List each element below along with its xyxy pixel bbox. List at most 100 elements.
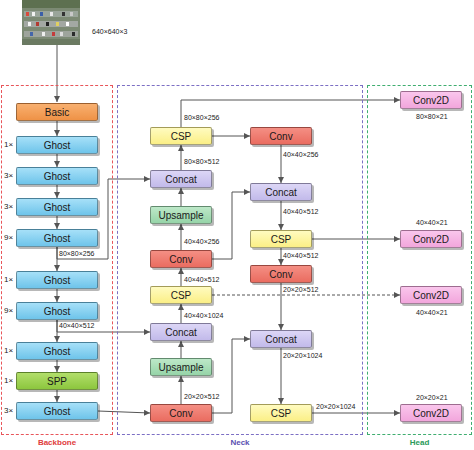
block-label: CSP — [271, 408, 292, 419]
image-car — [62, 12, 65, 16]
ghost-block: Ghost — [16, 167, 98, 185]
tensor-size: 40×40×256 — [283, 151, 318, 159]
block-label: Conv — [169, 408, 192, 419]
tensor-size: 40×40×512 — [283, 208, 318, 216]
tensor-size: 40×40×21 — [416, 219, 448, 227]
concat-block: Concat — [150, 170, 212, 188]
csp-block: CSP — [250, 404, 312, 422]
image-row — [24, 31, 78, 37]
flow-arrow — [57, 179, 150, 259]
image-edge — [22, 39, 80, 45]
block-label: CSP — [271, 234, 292, 245]
flow-arrow — [281, 201, 282, 230]
ghost-block: Ghost — [16, 302, 98, 320]
csp-block: CSP — [250, 230, 312, 248]
spp-block: SPP — [16, 372, 98, 390]
flow-arrow — [281, 283, 282, 330]
flow-arrow — [57, 247, 58, 271]
block-label: Ghost — [44, 275, 71, 286]
flow-arrow — [57, 320, 58, 342]
tensor-size: 80×80×512 — [184, 158, 219, 166]
tensor-size: 40×40×512 — [59, 322, 94, 330]
csp-block: CSP — [150, 286, 212, 304]
image-car — [32, 12, 35, 16]
tensor-size: 20×20×1024 — [316, 403, 355, 411]
backbone-group: BackboneBasicGhostGhostGhostGhostGhostGh… — [1, 85, 113, 435]
flow-arrow — [212, 136, 250, 137]
block-label: Upsample — [158, 210, 203, 221]
concat-block: Concat — [250, 183, 312, 201]
repeat-count: 1× — [4, 276, 13, 284]
conv2d-block: Conv2D — [400, 286, 462, 304]
repeat-count: 3× — [4, 172, 13, 180]
flow-arrow — [98, 411, 150, 413]
flow-arrow — [212, 192, 250, 259]
conv2d-block: Conv2D — [400, 404, 462, 422]
tensor-size: 640×640×3 — [92, 28, 127, 36]
group-title: Neck — [118, 438, 362, 447]
basic-block: Basic — [16, 103, 98, 121]
head-group: HeadConv2DConv2DConv2DConv2D — [367, 85, 472, 435]
concat-block: Concat — [250, 330, 312, 348]
repeat-count: 1× — [4, 347, 13, 355]
ghost-block: Ghost — [16, 229, 98, 247]
tensor-size: 40×40×256 — [184, 238, 219, 246]
image-car — [72, 32, 75, 36]
ghost-block: Ghost — [16, 198, 98, 216]
image-car — [26, 12, 29, 16]
image-car — [66, 22, 69, 26]
image-car — [30, 32, 33, 36]
block-label: Conv2D — [413, 290, 449, 301]
conv-block: Conv — [250, 127, 312, 145]
block-label: Conv — [169, 254, 192, 265]
block-label: Ghost — [44, 346, 71, 357]
conv-block: Conv — [250, 265, 312, 283]
block-label: Ghost — [44, 171, 71, 182]
block-label: Conv2D — [413, 95, 449, 106]
flow-arrow — [181, 145, 182, 170]
ghost-block: Ghost — [16, 271, 98, 289]
block-label: Conv2D — [413, 408, 449, 419]
flow-arrow — [312, 413, 400, 414]
repeat-count: 3× — [4, 407, 13, 415]
flow-arrow — [281, 145, 282, 183]
image-car — [56, 22, 59, 26]
block-label: Upsample — [158, 362, 203, 373]
ghost-block: Ghost — [16, 136, 98, 154]
flow-arrow — [57, 154, 58, 167]
block-label: Ghost — [44, 233, 71, 244]
block-label: SPP — [47, 376, 67, 387]
image-car — [70, 12, 73, 16]
tensor-size: 40×40×1024 — [184, 312, 223, 320]
flow-arrow — [212, 295, 400, 296]
tensor-size: 40×40×512 — [283, 252, 318, 260]
image-ground — [22, 0, 80, 45]
repeat-count: 3× — [4, 203, 13, 211]
block-label: Ghost — [44, 140, 71, 151]
conv2d-block: Conv2D — [400, 91, 462, 109]
flow-arrow — [212, 339, 250, 413]
repeat-count: 9× — [4, 307, 13, 315]
conv-block: Conv — [150, 250, 212, 268]
block-label: Ghost — [44, 202, 71, 213]
block-label: Basic — [45, 107, 69, 118]
flow-arrow — [181, 304, 182, 323]
flow-arrow — [57, 216, 58, 229]
block-label: CSP — [171, 290, 192, 301]
upsample-block: Upsample — [150, 206, 212, 224]
flow-arrow — [181, 376, 182, 404]
image-car — [50, 12, 53, 16]
block-label: Concat — [265, 334, 297, 345]
concat-block: Concat — [150, 323, 212, 341]
image-car — [52, 32, 55, 36]
upsample-block: Upsample — [150, 358, 212, 376]
block-label: Ghost — [44, 406, 71, 417]
image-car — [40, 12, 43, 16]
group-title: Backbone — [2, 438, 112, 447]
flow-arrow — [57, 360, 58, 372]
input-image — [22, 0, 80, 45]
tensor-size: 20×20×1024 — [283, 352, 322, 360]
tensor-size: 20×20×512 — [283, 286, 318, 294]
block-label: Concat — [165, 174, 197, 185]
